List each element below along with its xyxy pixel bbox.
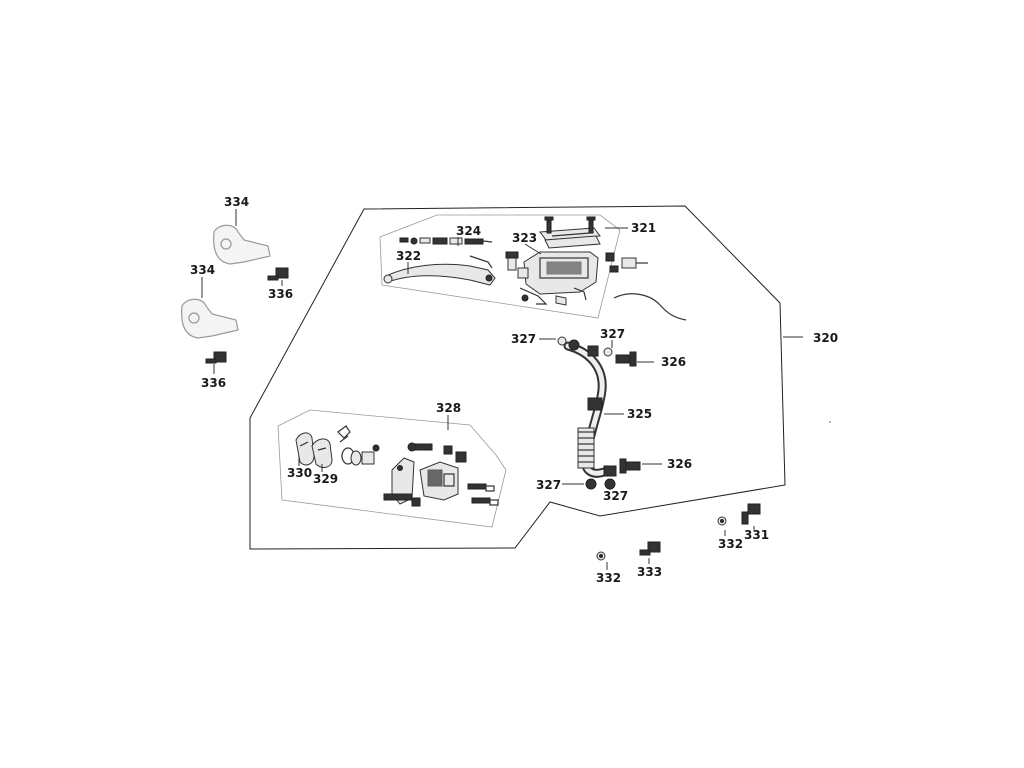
stray-dot [829,421,831,423]
part-label-334-upper: 334 [224,195,249,209]
bolt-331-icon [741,503,761,525]
part-label-326-upper: 326 [661,355,686,369]
part-label-322: 322 [396,249,421,263]
reservoir-body-icon [517,251,599,306]
part-label-323: 323 [512,231,537,245]
reservoir-cover-icon [539,227,601,249]
part-label-327-lower-left: 327 [536,478,561,492]
bolt-333-icon [639,541,661,556]
part-label-325: 325 [627,407,652,421]
part-label-321: 321 [631,221,656,235]
part-label-333: 333 [637,565,662,579]
caliper-washer-icon [372,444,380,452]
part-label-331: 331 [744,528,769,542]
caliper-pin-icon [407,442,467,463]
part-label-320: 320 [813,331,838,345]
assembly-320-boundary [249,205,786,550]
pad-spring-icon [337,425,351,443]
upper-banjo-bolt-icon [615,351,637,367]
hose-coil-icon [577,427,595,469]
part-label-332-bottom: 332 [596,571,621,585]
bleeder-bolt-icon [383,493,421,507]
hand-guard-lower-icon [181,298,239,339]
part-label-336-lower: 336 [201,376,226,390]
master-cylinder-subframe [379,214,621,319]
brake-lever-icon [383,255,496,286]
brake-hose-assembly [557,336,641,490]
cover-screw-icon [544,216,596,234]
brake-pad-329-icon [311,438,333,468]
master-cylinder-assembly [383,216,687,321]
part-label-332-right: 332 [718,537,743,551]
piston-kit-icon [399,237,493,245]
part-labels: 320 321 322 323 324 325 326 326 327 327 … [190,195,838,585]
washer-332-right-icon [717,516,727,526]
part-label-328: 328 [436,401,461,415]
banjo-bolt-icon [505,251,519,271]
part-label-327-lower-right: 327 [603,489,628,503]
washer-332-bottom-icon [596,551,606,561]
bolt-336-upper-icon [267,267,289,281]
part-label-334-lower: 334 [190,263,215,277]
caliper-assembly [295,425,499,507]
lower-banjo-bolt-icon [619,458,641,474]
bolt-336-lower-icon [205,351,227,364]
switch-wire-icon [613,293,687,321]
part-label-329: 329 [313,472,338,486]
part-label-324: 324 [456,224,481,238]
caliper-subframe [277,409,507,528]
part-label-336-upper: 336 [268,287,293,301]
caliper-bolts-icon [467,483,499,506]
part-label-327-upper-left: 327 [511,332,536,346]
hand-guard-upper-icon [213,224,271,265]
part-label-327-upper-right: 327 [600,327,625,341]
caliper-body-icon [419,461,459,501]
part-label-326-lower: 326 [667,457,692,471]
part-label-330: 330 [287,466,312,480]
piston-seal-icon [341,447,375,466]
leader-lines [201,209,803,570]
switch-clip-icon [605,252,648,273]
